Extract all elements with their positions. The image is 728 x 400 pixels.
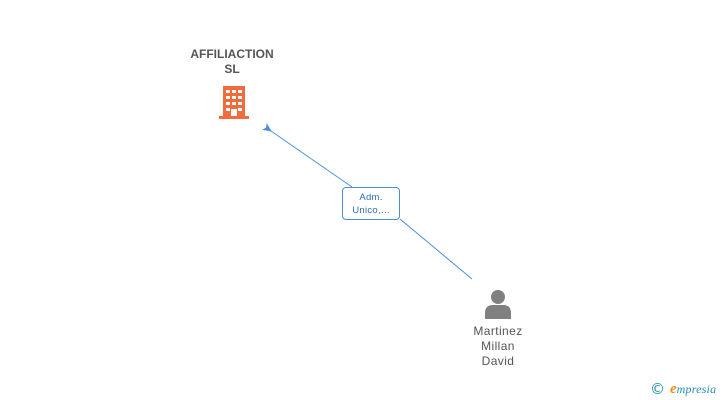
relation-role-box[interactable]: Adm. Unico,... — [342, 187, 400, 220]
person-name-line3: David — [481, 354, 515, 368]
relation-role-line2: Unico,... — [352, 205, 390, 216]
person-name-label[interactable]: Martinez Millan David — [446, 324, 550, 369]
copyright-icon: © — [650, 380, 665, 398]
building-icon[interactable] — [217, 84, 251, 120]
relation-role-line1: Adm. — [359, 192, 383, 203]
person-name-line2: Millan — [481, 339, 515, 353]
person-icon[interactable] — [484, 289, 512, 319]
company-name-label[interactable]: AFFILIACTION SL — [190, 47, 274, 76]
person-name-line1: Martinez — [473, 324, 523, 338]
brand-name: mpresia — [676, 381, 717, 396]
edge-from-person — [399, 218, 473, 280]
brand-watermark: © e mpresia — [650, 379, 716, 399]
edge-to-company — [262, 123, 353, 188]
brand-initial: e — [670, 380, 677, 397]
